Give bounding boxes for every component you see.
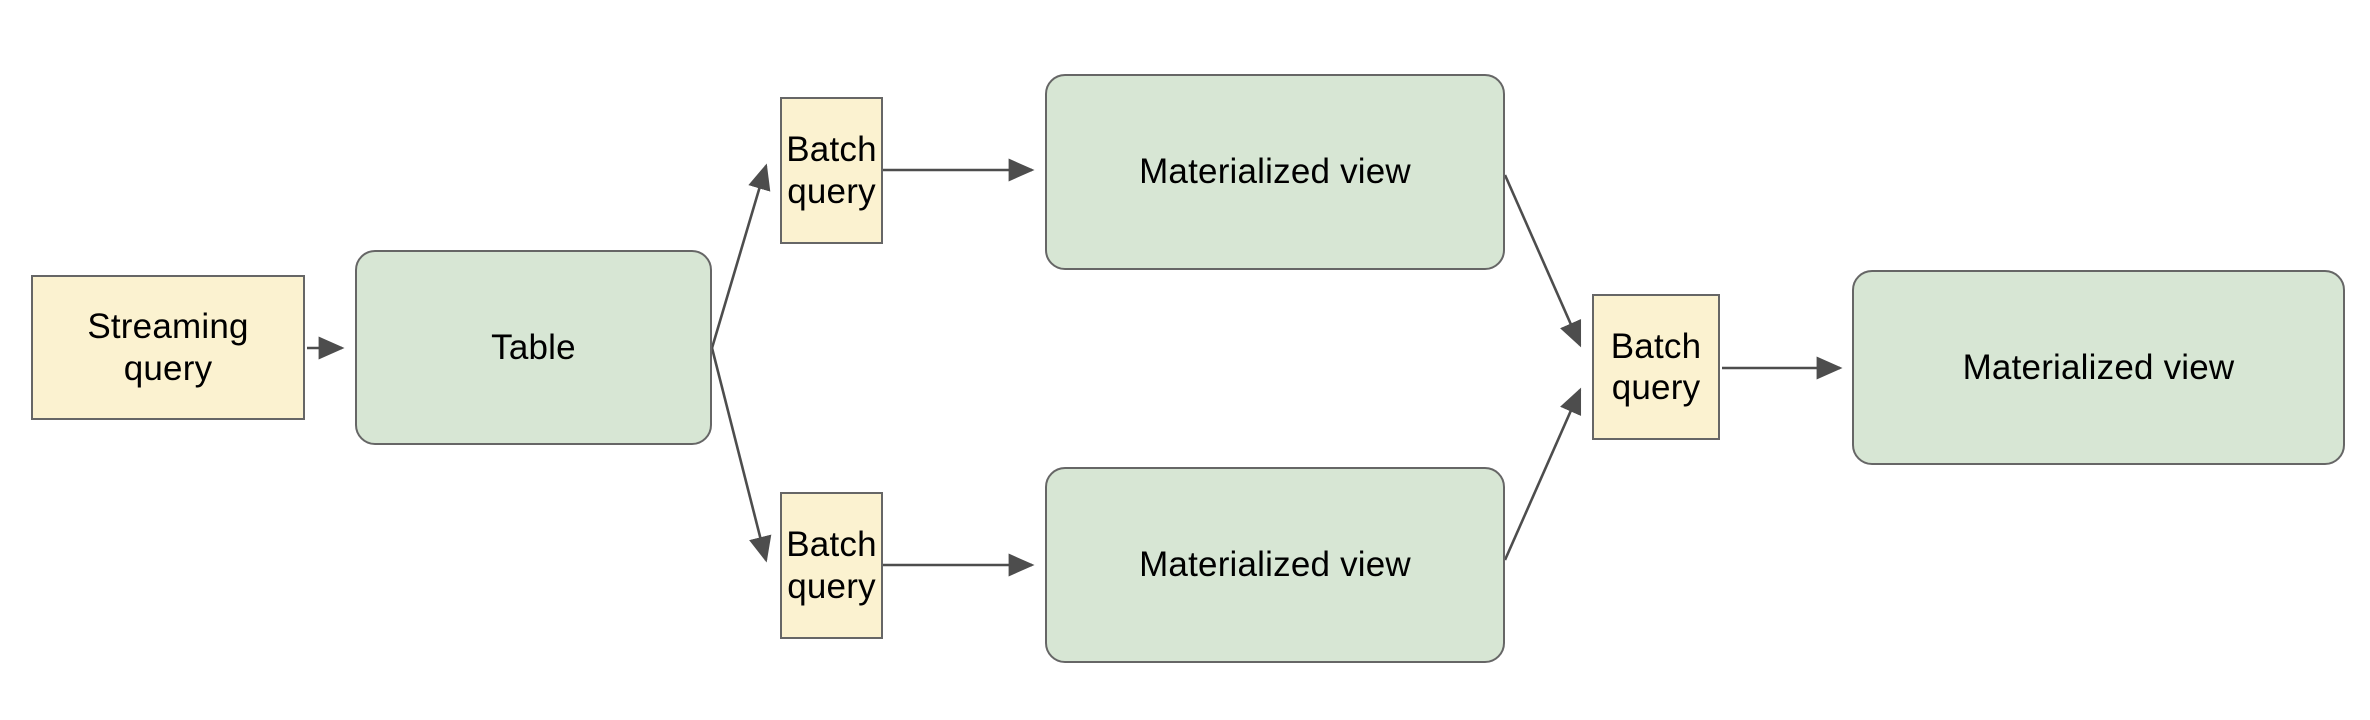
edge-view-bottom-to-batch-merge — [1503, 387, 1582, 561]
node-batch-query-top-label: Batch query — [786, 130, 877, 211]
node-batch-query-bottom-label: Batch query — [786, 525, 877, 606]
node-materialized-view-bottom-label: Materialized view — [1139, 545, 1411, 585]
edge-table-to-batch-top — [710, 163, 771, 349]
node-materialized-view-final[interactable]: Materialized view — [1852, 270, 2345, 465]
node-materialized-view-bottom[interactable]: Materialized view — [1045, 467, 1505, 663]
node-materialized-view-final-label: Materialized view — [1962, 347, 2235, 387]
node-materialized-view-top-label: Materialized view — [1139, 152, 1411, 192]
edge-view-top-to-batch-merge — [1503, 174, 1582, 348]
node-batch-query-merge-label: Batch query — [1610, 326, 1702, 407]
node-batch-query-top[interactable]: Batch query — [780, 97, 883, 244]
node-streaming-query-label: Streaming query — [87, 307, 249, 388]
node-table[interactable]: Table — [355, 250, 712, 445]
node-batch-query-merge[interactable]: Batch query — [1592, 294, 1720, 440]
node-table-label: Table — [491, 327, 576, 367]
node-batch-query-bottom[interactable]: Batch query — [780, 492, 883, 639]
edge-table-to-batch-bottom — [710, 347, 772, 563]
node-materialized-view-top[interactable]: Materialized view — [1045, 74, 1505, 270]
node-streaming-query[interactable]: Streaming query — [31, 275, 305, 420]
